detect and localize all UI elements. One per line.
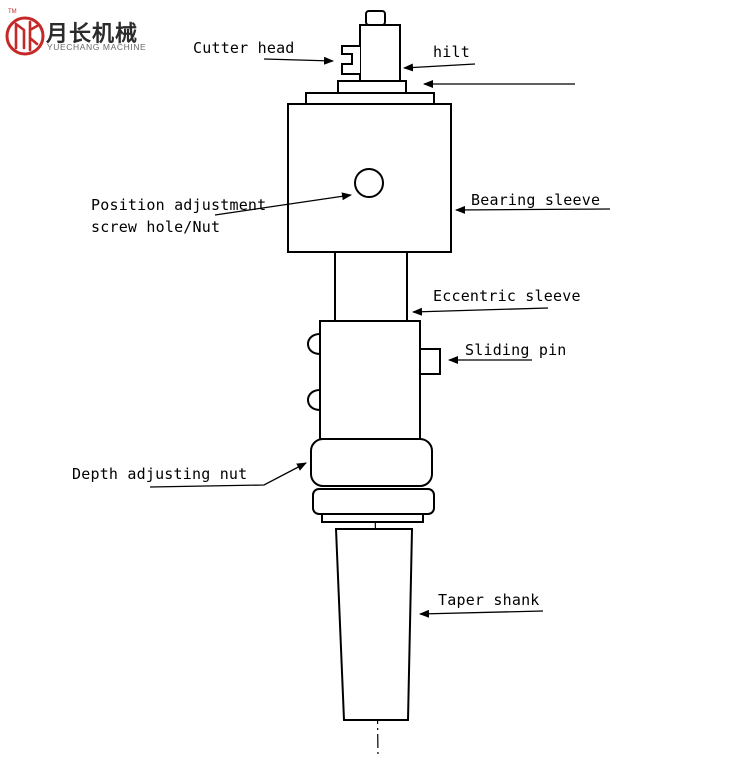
lower-ring <box>312 488 435 515</box>
label-eccentric-sleeve: Eccentric sleeve <box>433 287 581 305</box>
leader-depth-nut <box>149 462 307 488</box>
leader-cutter-head <box>263 56 334 65</box>
cutter-teeth <box>341 45 360 75</box>
depth-nut-body <box>310 438 433 487</box>
screw-hole <box>354 168 384 198</box>
logo-emblem-icon <box>5 16 45 56</box>
label-cutter-head: Cutter head <box>193 39 295 57</box>
leader-bearing-sleeve <box>455 205 611 214</box>
cutter-head-body <box>359 24 401 82</box>
cutter-cap <box>365 10 386 26</box>
label-position-line1: Position adjustment <box>91 196 267 214</box>
label-bearing-sleeve: Bearing sleeve <box>471 191 601 209</box>
hilt-collar <box>337 80 407 94</box>
label-hilt: hilt <box>433 43 470 61</box>
logo-english-name: YUECHANG MACHINE <box>47 42 147 52</box>
leader-hilt <box>403 63 476 72</box>
leader-lines <box>149 56 611 618</box>
label-position-line2: screw hole/Nut <box>91 218 221 236</box>
left-bump-upper <box>307 333 321 355</box>
lower-ring-base <box>321 513 424 523</box>
logo-trademark: TM <box>8 9 17 15</box>
top-flange <box>305 92 435 105</box>
label-taper-shank: Taper shank <box>438 591 540 609</box>
left-bump-lower <box>307 389 321 411</box>
label-depth-nut: Depth adjusting nut <box>72 465 248 483</box>
leader-position-screw <box>214 192 352 216</box>
leader-taper-shank <box>419 609 544 618</box>
label-sliding-pin: Sliding pin <box>465 341 567 359</box>
taper-shank-body <box>334 528 414 721</box>
leader-eccentric-sleeve <box>412 307 549 316</box>
middle-housing <box>319 320 421 440</box>
logo-chinese-name: 月长机械 <box>46 22 139 47</box>
eccentric-sleeve-body <box>334 251 408 322</box>
tool-body <box>287 10 452 721</box>
sliding-pin-body <box>419 348 441 375</box>
